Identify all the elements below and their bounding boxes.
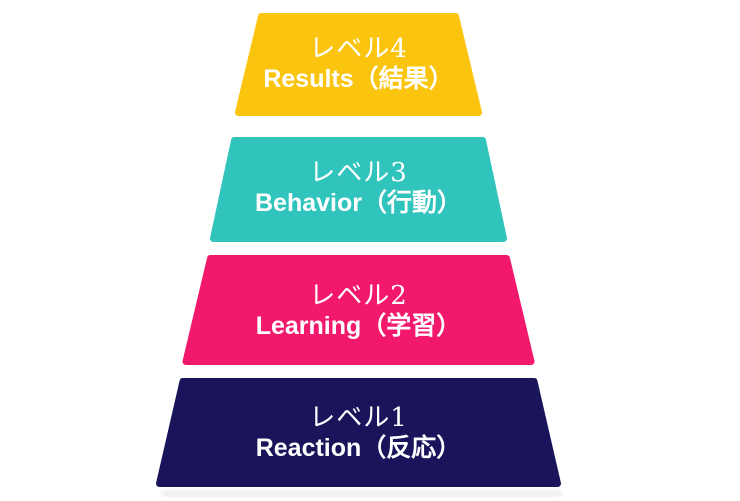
level-3-segment <box>210 137 507 242</box>
level-2-segment <box>182 255 535 365</box>
level-1-segment <box>156 378 561 487</box>
level-4-segment <box>235 13 482 116</box>
ground-shadow <box>162 491 562 496</box>
